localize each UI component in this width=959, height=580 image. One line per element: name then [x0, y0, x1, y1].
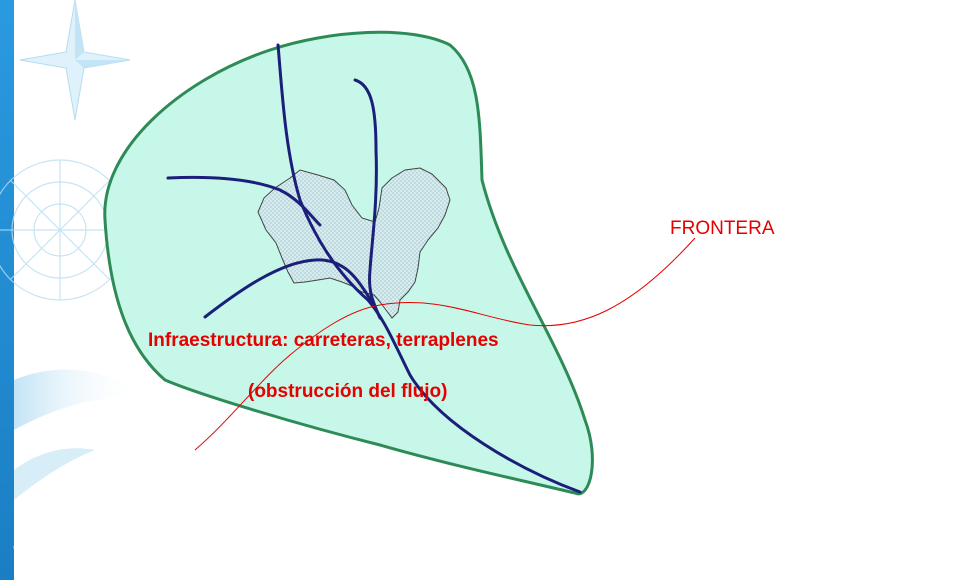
swirl-decoration	[14, 369, 140, 430]
river-tributary-2	[166, 175, 322, 227]
infrastructure-line	[194, 237, 696, 451]
sidebar-decoration	[0, 0, 140, 580]
logo-wmo: WMO	[13, 526, 48, 541]
river-network	[166, 43, 582, 494]
river-main	[276, 43, 582, 494]
infrastructure-label: Infraestructura: carreteras, terraplenes	[148, 330, 499, 351]
obstruction-label: (obstrucción del flujo)	[248, 381, 448, 402]
boundary-label: FRONTERA	[670, 218, 775, 239]
logo-omm: OMM	[13, 539, 46, 554]
river-tributary-3	[203, 258, 374, 319]
river-tributary-1	[353, 78, 382, 320]
sidebar-stripe	[0, 0, 14, 580]
compass-star-icon	[19, 0, 131, 121]
